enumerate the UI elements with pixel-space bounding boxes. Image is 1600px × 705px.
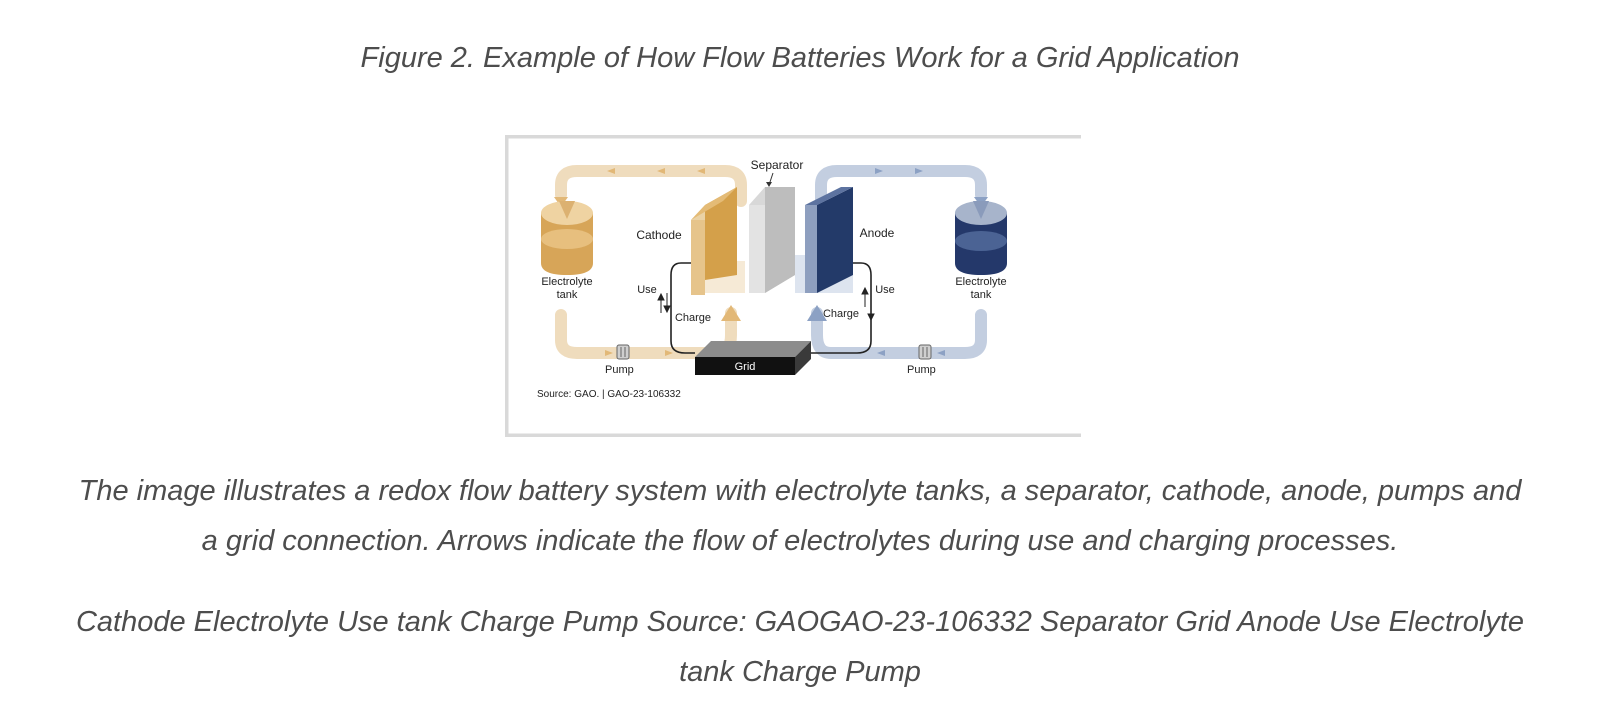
charge-right-label: Charge <box>823 308 859 320</box>
anode-label: Anode <box>860 226 895 240</box>
separator-label: Separator <box>751 158 804 172</box>
right-tank-label-line2: tank <box>971 289 992 301</box>
right-tank-label-line1: Electrolyte <box>955 276 1006 288</box>
pump-left-label: Pump <box>605 364 634 376</box>
grid-box <box>695 341 811 375</box>
right-pump <box>918 344 932 360</box>
right-electrolyte-tank <box>955 201 1007 275</box>
grid-label: Grid <box>735 361 756 373</box>
alt-text-line-1: Cathode Electrolyte Use tank Charge Pump… <box>75 606 1525 638</box>
figure-title: Figure 2. Example of How Flow Batteries … <box>360 42 1240 74</box>
caption-line-1: The image illustrates a redox flow batte… <box>78 475 1522 507</box>
flow-battery-diagram: Separator Cathode Anode Electrolyte tank… <box>505 135 1081 437</box>
left-tank-label-line2: tank <box>557 289 578 301</box>
left-tank-label-line1: Electrolyte <box>541 276 592 288</box>
use-charge-arrows <box>657 286 875 322</box>
use-right-label: Use <box>875 284 895 296</box>
source-note: Source: GAO. | GAO-23-106332 <box>537 389 681 400</box>
use-left-label: Use <box>637 284 657 296</box>
left-pump <box>616 344 630 360</box>
separator-plate <box>749 187 795 293</box>
cathode-label: Cathode <box>636 228 682 242</box>
cathode-plate <box>691 187 737 295</box>
figure-caption: The image illustrates a redox flow batte… <box>0 466 1600 566</box>
anode-flow-loop <box>811 165 987 359</box>
pump-right-label: Pump <box>907 364 936 376</box>
figure-alt-text: Cathode Electrolyte Use tank Charge Pump… <box>0 597 1600 697</box>
left-electrolyte-tank <box>541 201 593 275</box>
alt-text-line-2: tank Charge Pump <box>679 656 921 688</box>
charge-left-label: Charge <box>675 312 711 324</box>
anode-plate <box>805 187 853 293</box>
caption-line-2: a grid connection. Arrows indicate the f… <box>201 525 1399 557</box>
